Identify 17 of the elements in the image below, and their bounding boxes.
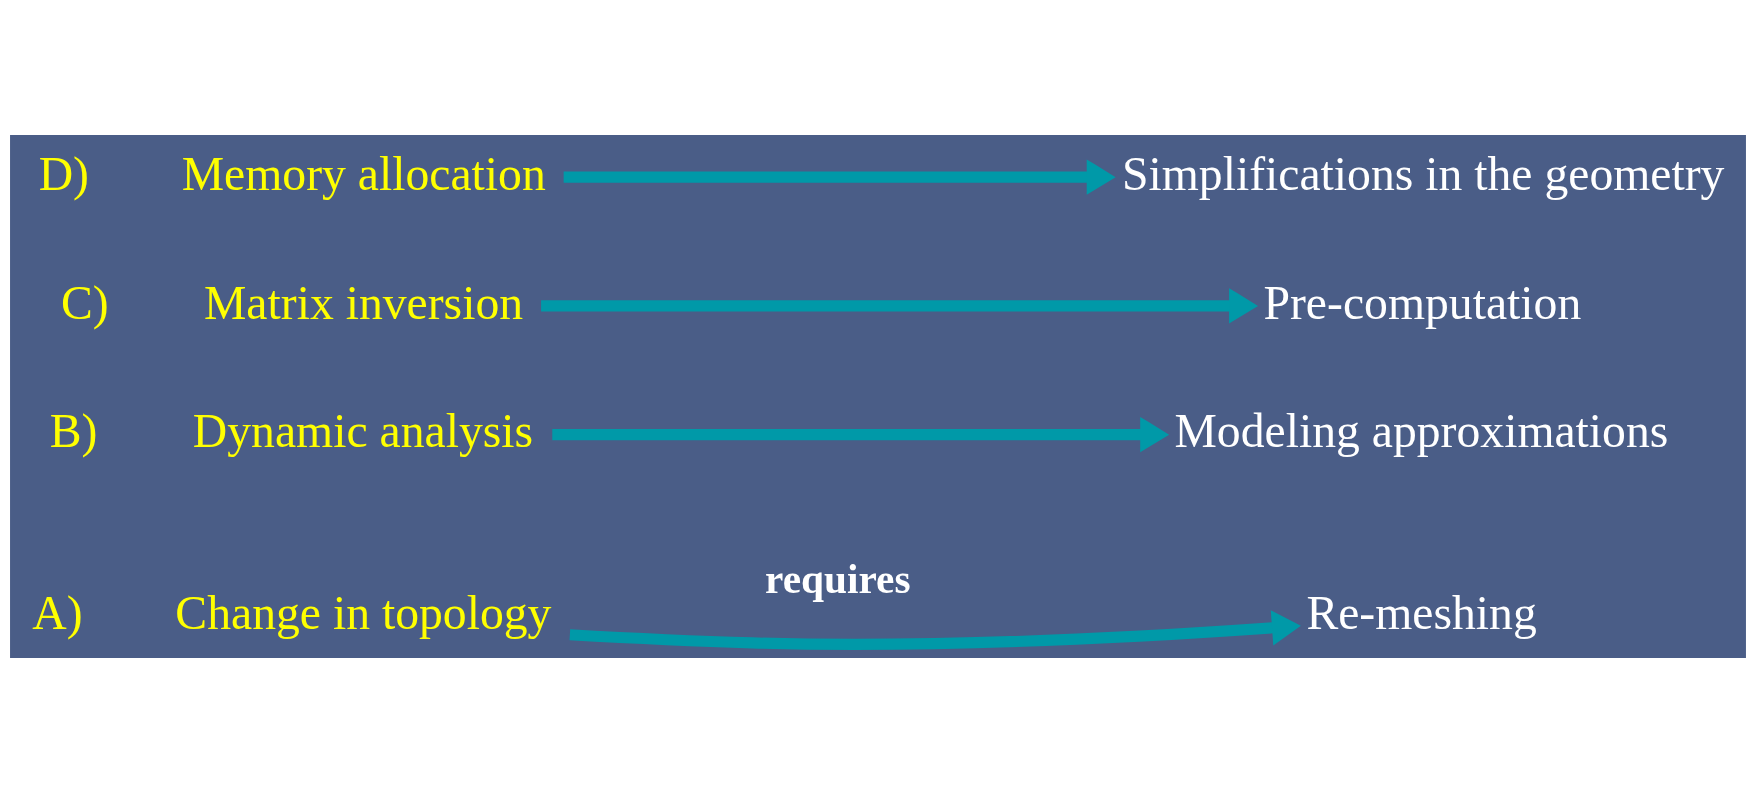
node-label: D) [38,147,89,200]
node-text: Change in topology [174,586,551,639]
node-text: Matrix inversion [203,276,523,329]
arrow [563,159,1116,195]
node-text: Simplifications in the geometry [1121,147,1724,200]
node-label: B) [49,405,97,458]
arrow [569,610,1301,650]
node-text: Re-meshing [1305,586,1537,639]
node-label: A) [31,586,83,639]
node-label: C) [60,276,109,329]
label: requires [764,555,911,602]
node-text: Modeling approximations [1173,405,1668,458]
arrow [540,288,1258,324]
node-text: Pre-computation [1262,276,1581,329]
node-text: Memory allocation [181,147,546,200]
node-text: Dynamic analysis [192,405,533,458]
arrow [551,416,1169,453]
